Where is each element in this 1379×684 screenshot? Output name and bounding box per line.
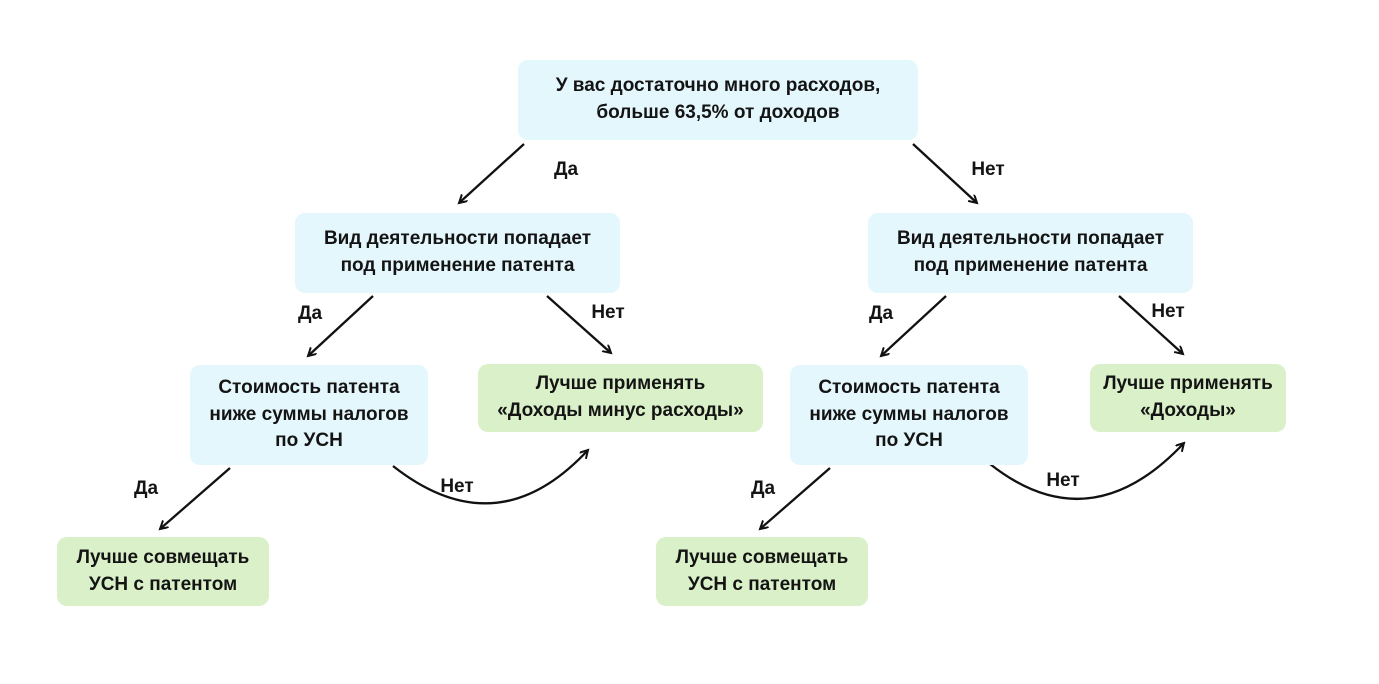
edge-label-root-yes: Да: [553, 159, 579, 180]
node-result-left-combine: Лучше совмещать УСН с патентом: [57, 537, 269, 606]
node-right-cost-question: Стоимость патента ниже суммы налогов по …: [790, 365, 1028, 465]
arrow-root-no: [912, 143, 977, 203]
arrow-right-cost-yes: [760, 467, 831, 529]
arrow-left-patent-no: [546, 295, 611, 353]
node-root-question: У вас достаточно много расходов, больше …: [518, 60, 918, 140]
node-result-income: Лучше применять «Доходы»: [1090, 364, 1286, 432]
arrow-right-patent-no: [1118, 295, 1183, 354]
arrow-right-patent-yes: [881, 295, 947, 356]
edge-label-right-patent-no: Нет: [1151, 301, 1185, 322]
arrow-right-cost-no-curved: [989, 443, 1184, 501]
arrow-root-yes: [459, 143, 525, 203]
edge-label-right-patent-yes: Да: [868, 303, 894, 324]
node-right-patent-question: Вид деятельности попадает под применение…: [868, 213, 1193, 293]
node-left-patent-question: Вид деятельности попадает под применение…: [295, 213, 620, 293]
arrow-left-cost-yes: [160, 467, 231, 529]
arrow-left-patent-yes: [308, 295, 374, 356]
edge-label-left-patent-no: Нет: [591, 302, 625, 323]
arrow-left-cost-no-curved: [392, 450, 588, 505]
edge-label-right-cost-no: Нет: [1046, 470, 1080, 491]
edge-label-left-cost-no: Нет: [440, 476, 474, 497]
edge-label-root-no: Нет: [971, 159, 1005, 180]
edge-label-left-cost-yes: Да: [133, 478, 159, 499]
node-result-mid-combine: Лучше совмещать УСН с патентом: [656, 537, 868, 606]
node-result-income-minus-expenses: Лучше применять «Доходы минус расходы»: [478, 364, 763, 432]
edge-label-left-patent-yes: Да: [297, 303, 323, 324]
node-left-cost-question: Стоимость патента ниже суммы налогов по …: [190, 365, 428, 465]
edge-label-right-cost-yes: Да: [750, 478, 776, 499]
